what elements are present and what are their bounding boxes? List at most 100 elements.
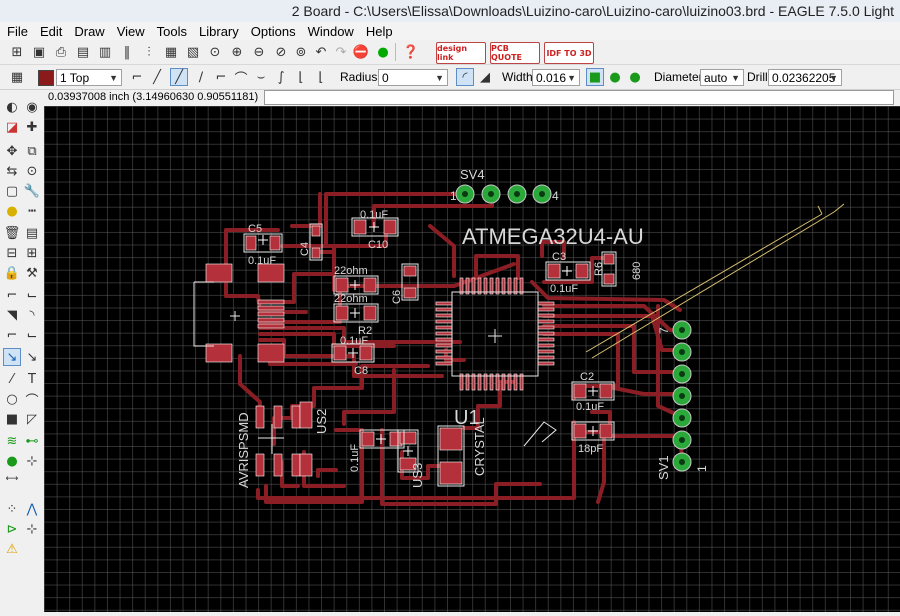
mark-icon[interactable]: ✚ bbox=[26, 119, 38, 135]
bend-1-icon[interactable]: ╱ bbox=[153, 69, 161, 85]
lock-icon[interactable]: 🔒 bbox=[3, 265, 21, 281]
delete-icon[interactable]: 🗑 bbox=[3, 225, 21, 241]
replace-icon[interactable]: ┅ bbox=[28, 203, 36, 219]
print-icon[interactable]: ⎙ bbox=[55, 44, 67, 60]
show-icon[interactable]: ◉ bbox=[26, 99, 38, 115]
grid-icon[interactable]: ▦ bbox=[10, 69, 24, 85]
ripup-route-icon[interactable]: ↘ bbox=[26, 349, 38, 365]
zoom-out-icon[interactable]: ⊖ bbox=[253, 44, 265, 60]
layer-select[interactable]: 1 Top▼ bbox=[56, 69, 122, 86]
miter-icon[interactable]: ◥ bbox=[7, 307, 17, 323]
menu-edit[interactable]: Edit bbox=[39, 23, 63, 39]
warning-icon[interactable]: ⚠ bbox=[6, 541, 18, 557]
diameter-select[interactable]: auto▼ bbox=[700, 69, 744, 86]
group-icon[interactable]: ▢ bbox=[5, 183, 19, 199]
attribute-icon[interactable]: ⁘ bbox=[6, 501, 18, 517]
save-icon[interactable]: ▣ bbox=[32, 44, 46, 60]
bend-7-icon[interactable]: ∫ bbox=[277, 69, 285, 85]
pcb-quote-button[interactable]: PCB QUOTE bbox=[490, 42, 540, 64]
cam-icon[interactable]: ▤ bbox=[76, 44, 90, 60]
zoom-redraw-icon[interactable]: ⊘ bbox=[275, 44, 287, 60]
menu-draw[interactable]: Draw bbox=[74, 23, 105, 39]
width-select[interactable]: 0.016▼ bbox=[532, 69, 580, 86]
bend-2-icon[interactable]: ╱ bbox=[170, 68, 188, 86]
undo-icon[interactable]: ↶ bbox=[315, 44, 327, 60]
add-icon[interactable]: ▤ bbox=[25, 225, 39, 241]
redo-icon[interactable]: ↷ bbox=[335, 44, 347, 60]
rotate-icon[interactable]: ⊙ bbox=[26, 163, 38, 179]
copy-icon[interactable]: ⧉ bbox=[27, 143, 37, 159]
zoom-fit-icon[interactable]: ⊙ bbox=[209, 44, 221, 60]
window-icon[interactable]: ▧ bbox=[186, 44, 200, 60]
chevron-down-icon: ▼ bbox=[435, 73, 444, 83]
miter-round-icon[interactable]: ◜ bbox=[456, 68, 474, 86]
help-icon[interactable]: ❓ bbox=[402, 44, 420, 60]
drc-icon[interactable]: ⊳ bbox=[6, 521, 18, 537]
script-icon[interactable]: ⫶ bbox=[147, 44, 151, 60]
via-round-icon[interactable]: ● bbox=[609, 69, 621, 85]
name-icon[interactable]: ⊟ bbox=[6, 245, 18, 261]
label-c10: C10 bbox=[368, 239, 388, 251]
via-icon[interactable]: ⊷ bbox=[25, 433, 39, 449]
polygon-icon[interactable]: ◸ bbox=[27, 411, 37, 427]
menu-window[interactable]: Window bbox=[307, 23, 354, 39]
text-icon[interactable]: T bbox=[28, 371, 36, 387]
menu-tools[interactable]: Tools bbox=[156, 23, 188, 39]
dimension-icon[interactable]: ⟷ bbox=[5, 474, 19, 484]
miter-straight-icon[interactable]: ◢ bbox=[480, 69, 490, 85]
erc-icon[interactable]: ⊹ bbox=[26, 521, 38, 537]
menu-options[interactable]: Options bbox=[250, 23, 296, 39]
bend-4-icon[interactable]: ⌐ bbox=[215, 69, 227, 85]
drill-select[interactable]: 0.02362205▼ bbox=[768, 69, 842, 86]
circle-icon[interactable]: ○ bbox=[6, 391, 18, 407]
smash-icon[interactable]: ⚒ bbox=[26, 265, 38, 281]
menu-library[interactable]: Library bbox=[199, 23, 239, 39]
command-input[interactable] bbox=[264, 90, 894, 105]
stop-icon[interactable]: ⛔ bbox=[352, 44, 370, 60]
via-octagon-icon[interactable]: ● bbox=[629, 69, 641, 85]
value-icon[interactable]: ⊞ bbox=[26, 245, 38, 261]
via-square-icon[interactable]: ■ bbox=[586, 68, 604, 86]
run-icon[interactable]: ▦ bbox=[164, 44, 178, 60]
change-icon[interactable]: 🔧 bbox=[23, 183, 41, 199]
arc-icon[interactable]: ⌒ bbox=[25, 393, 39, 409]
hole-icon[interactable]: ⊹ bbox=[26, 453, 38, 469]
wire-icon[interactable]: ⌐ bbox=[6, 327, 18, 343]
bend-9-icon[interactable]: ⌊ bbox=[318, 69, 324, 85]
radius-select[interactable]: 0▼ bbox=[378, 69, 448, 86]
rect-icon[interactable]: ■ bbox=[5, 411, 19, 427]
menu-file[interactable]: File bbox=[7, 23, 28, 39]
bend-3-icon[interactable]: ∕ bbox=[198, 69, 204, 85]
board-icon[interactable]: ▥ bbox=[98, 44, 112, 60]
split-icon[interactable]: ⌐ bbox=[6, 287, 18, 303]
idf-3d-button[interactable]: IDF TO 3D bbox=[544, 42, 594, 64]
ratsnest-icon[interactable]: ≋ bbox=[6, 433, 18, 449]
info-icon[interactable]: ◐ bbox=[6, 99, 18, 115]
label-sv1-pin7: 7 bbox=[657, 327, 671, 334]
text-tool-icon[interactable]: ⌙ bbox=[26, 327, 38, 343]
wire-draw-icon[interactable]: ⁄ bbox=[10, 371, 14, 387]
zoom-select-icon[interactable]: ⊚ bbox=[295, 44, 307, 60]
bend-6-icon[interactable]: ⌣ bbox=[256, 69, 266, 85]
move-icon[interactable]: ✥ bbox=[6, 143, 18, 159]
menu-help[interactable]: Help bbox=[365, 23, 393, 39]
route-icon[interactable]: ↘ bbox=[3, 348, 21, 366]
zoom-in-icon[interactable]: ⊕ bbox=[231, 44, 243, 60]
signal-icon[interactable]: ● bbox=[6, 453, 18, 469]
bend-0-icon[interactable]: ⌐ bbox=[131, 69, 143, 85]
menu-view[interactable]: View bbox=[116, 23, 145, 39]
smd-pads bbox=[205, 219, 615, 485]
bend-8-icon[interactable]: ⌊ bbox=[298, 69, 304, 85]
mirror-icon[interactable]: ⇆ bbox=[6, 163, 18, 179]
display-icon[interactable]: ◪ bbox=[5, 119, 19, 135]
go-icon[interactable]: ● bbox=[377, 44, 389, 60]
bend-5-icon[interactable]: ⌒ bbox=[234, 71, 248, 87]
board-canvas[interactable]: SV4 1 4 ATMEGA32U4-AU 0.1uF C10 C5 0.1uF… bbox=[44, 106, 900, 612]
autorouter-icon[interactable]: ⋀ bbox=[26, 501, 38, 517]
optimize-icon[interactable]: ⌙ bbox=[26, 287, 38, 303]
ulp-icon[interactable]: ‖ bbox=[123, 44, 131, 60]
ripup-icon[interactable]: ◝ bbox=[29, 307, 35, 323]
open-icon[interactable]: ⊞ bbox=[11, 44, 23, 60]
design-link-button[interactable]: design link bbox=[436, 42, 486, 64]
paste-icon[interactable]: ● bbox=[6, 203, 18, 219]
